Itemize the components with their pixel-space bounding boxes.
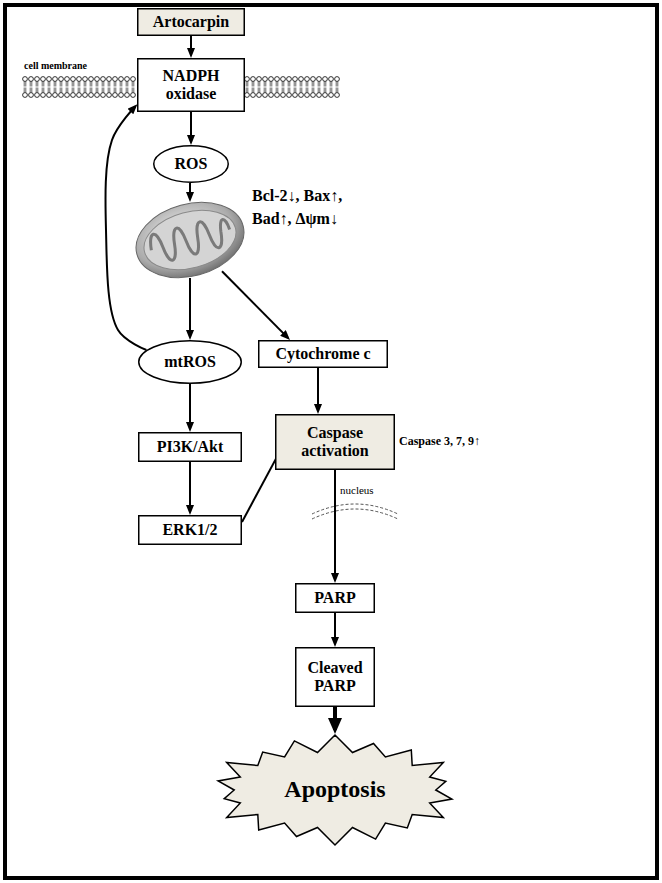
burst-outline — [218, 735, 452, 845]
membrane-label: cell membrane — [24, 60, 87, 72]
node-label: PARP — [314, 589, 355, 607]
ellipse-outline — [154, 146, 229, 183]
box-outline — [139, 516, 242, 545]
arrow-connector — [189, 278, 191, 337]
node-label: NADPH oxidase — [156, 67, 226, 104]
compartment-label: nucleus — [340, 484, 374, 497]
node-label: ROS — [175, 155, 208, 173]
input-box: Artocarpin — [137, 8, 245, 36]
arrow-connector — [189, 384, 191, 429]
enzyme-box: NADPH oxidase — [137, 58, 245, 112]
signal-ellipse: mtROS — [138, 340, 242, 384]
nucleus-envelope — [312, 504, 398, 514]
membrane-bilayer — [22, 76, 136, 98]
node-label: PI3K/Akt — [157, 438, 224, 456]
process-box: ERK1/2 — [138, 515, 242, 545]
arrow-connector — [189, 183, 191, 199]
frame — [5, 5, 657, 878]
process-box: Cytochrome c — [258, 340, 388, 368]
box-outline — [138, 9, 245, 36]
arrow-connector — [333, 707, 337, 730]
box-outline — [139, 433, 242, 462]
ellipse-outline — [139, 341, 242, 384]
box-outline — [296, 584, 375, 613]
node-label: ERK1/2 — [162, 521, 217, 539]
box-outline — [296, 648, 375, 707]
arrow-connector — [317, 368, 319, 411]
node-label: Artocarpin — [153, 13, 229, 31]
caspase-note: Caspase 3, 7, 9↑ — [399, 435, 480, 449]
node-label: Cytochrome c — [275, 345, 370, 363]
box-outline — [138, 59, 245, 112]
arrow-connector — [222, 271, 288, 338]
signal-ellipse: ROS — [153, 145, 229, 183]
box-outline — [259, 341, 388, 368]
process-box: PI3K/Akt — [138, 432, 242, 462]
arrow-connector — [334, 613, 336, 644]
box-outline — [276, 415, 395, 470]
arrow-connector — [189, 462, 191, 512]
node-label: mtROS — [164, 353, 216, 371]
process-box: Cleaved PARP — [295, 647, 375, 707]
node-label: Caspase activation — [289, 424, 381, 461]
organelle-changes: Bcl-2↓, Bax↑, Bad↑, Δψm↓ — [252, 184, 384, 230]
membrane-bilayer — [244, 76, 340, 98]
mitochondrion: Bcl-2↓, Bax↑, Bad↑, Δψm↓ — [134, 202, 246, 278]
process-box: PARP — [295, 583, 375, 613]
process-box: Caspase activation — [275, 414, 395, 470]
arrow-connector — [190, 112, 192, 142]
mitochondrion-illustration — [128, 191, 253, 289]
arrow-connector — [105, 106, 146, 350]
arrow-connector — [334, 470, 336, 580]
outcome-burst: Apoptosis — [209, 734, 461, 846]
arrow-connector — [190, 36, 192, 55]
node-label: Apoptosis — [284, 776, 385, 804]
nucleus-envelope — [312, 509, 398, 519]
node-label: Cleaved PARP — [303, 659, 367, 696]
